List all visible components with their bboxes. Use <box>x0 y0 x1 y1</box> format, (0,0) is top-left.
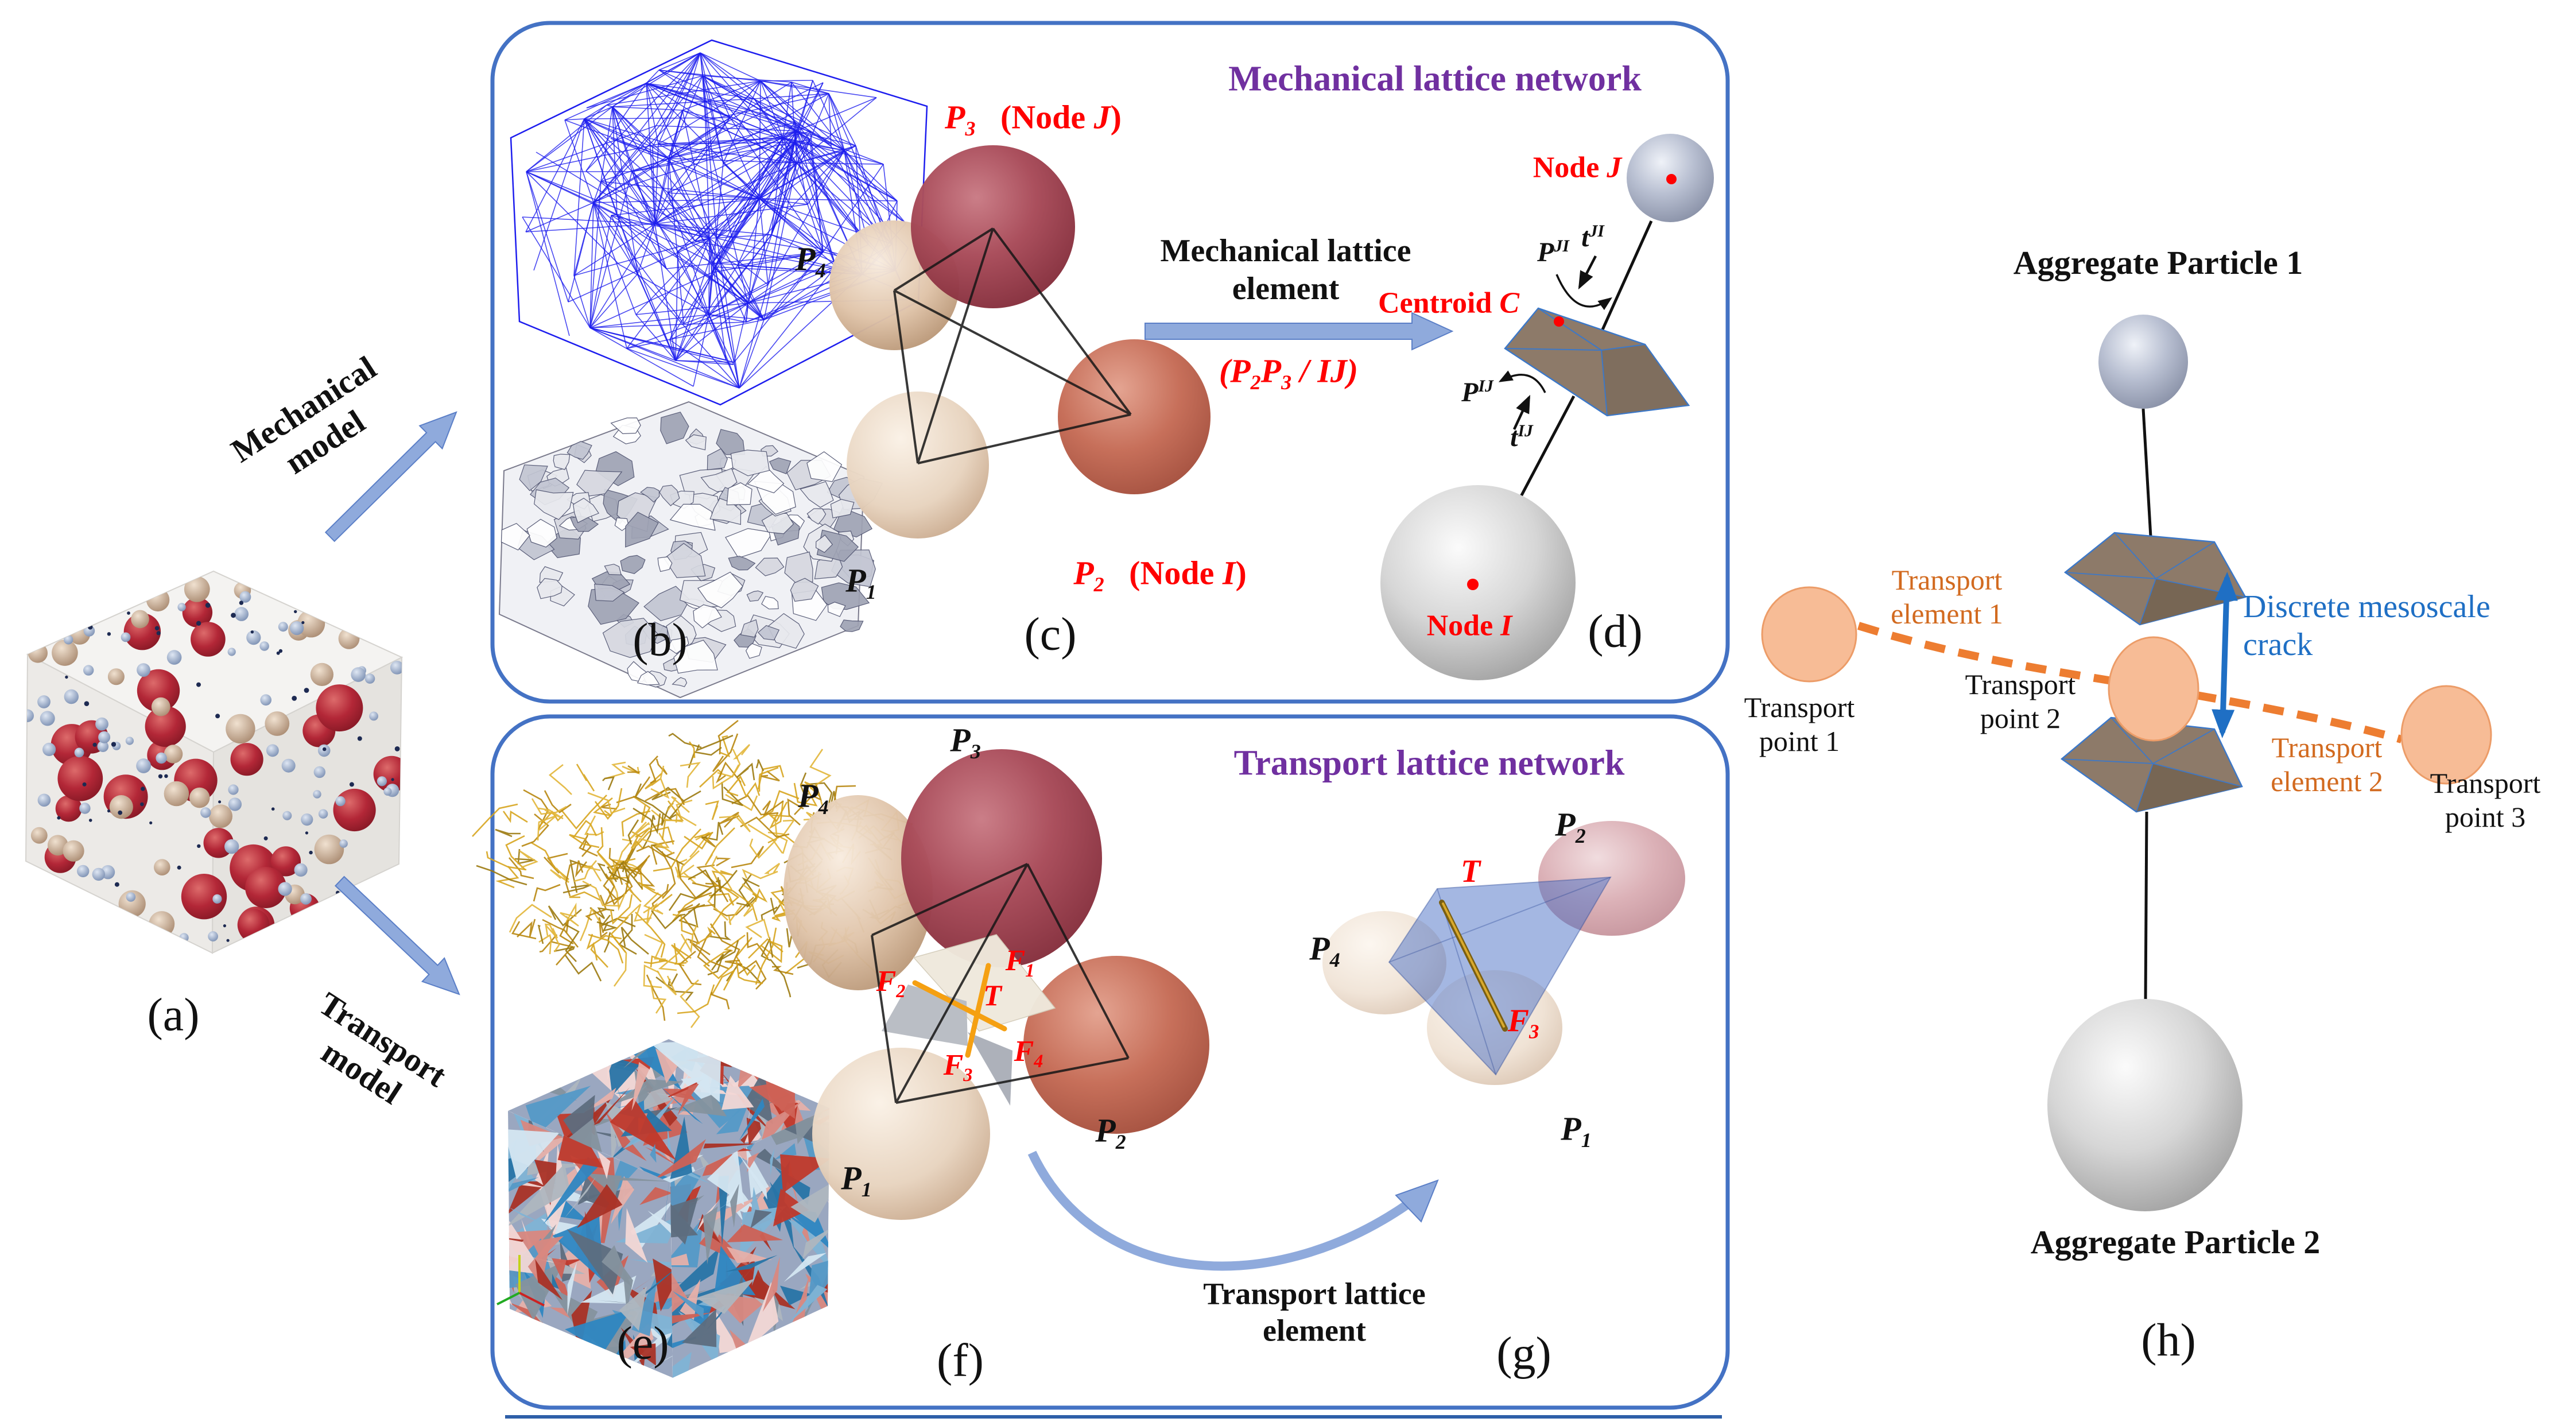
p2-node-i-label: P2 (Node I) <box>1073 554 1247 596</box>
transport-element-g <box>1322 821 1685 1085</box>
sphere-p4-f <box>783 795 933 990</box>
p3-label-f: P3 <box>950 721 981 764</box>
centroid-c-label: Centroid C <box>1378 286 1520 320</box>
node-j-dot <box>1666 174 1677 184</box>
transport-t-bars <box>912 963 1007 1058</box>
transport-element-arrow <box>1027 1150 1439 1271</box>
p2-label-g: P2 <box>1555 805 1586 848</box>
aggregate-particle-1-label: Aggregate Particle 1 <box>2013 243 2303 281</box>
mechanical-panel-title: Mechanical lattice network <box>1228 59 1642 99</box>
h-schematic <box>1761 315 2492 1211</box>
t-label-g: T <box>1460 853 1481 889</box>
node-i-label: Node I <box>1426 609 1512 642</box>
p1-label-c: P1 <box>845 561 876 604</box>
sphere-aggregate-1 <box>2098 315 2188 409</box>
f3-label-f: F3 <box>943 1048 973 1086</box>
facet-spike-gray <box>968 1032 1012 1106</box>
panel-g-label: (g) <box>1496 1327 1551 1380</box>
pji-label: PJI <box>1537 237 1569 268</box>
transport-mosaic-cube <box>508 1039 829 1378</box>
blue-tetra-face <box>1388 876 1612 1076</box>
axis-triad-icon <box>496 1255 545 1307</box>
sphere-aggregate-2 <box>2047 999 2243 1211</box>
panel-d-label: (d) <box>1588 605 1643 657</box>
tji-label: tJI <box>1581 222 1604 253</box>
sphere-p2-c <box>1058 339 1211 494</box>
sphere-p2-f <box>1023 956 1209 1134</box>
aggregate-particle-2-label: Aggregate Particle 2 <box>2030 1223 2321 1261</box>
transport-point-2 <box>2108 636 2199 742</box>
mechanical-lattice-cube <box>510 39 928 406</box>
element-formula-label: (P2P3 / IJ) <box>1219 352 1359 394</box>
pij-label: PIJ <box>1461 377 1493 408</box>
transport-point-3 <box>2400 685 2492 785</box>
particle-cluster-c <box>829 145 1211 538</box>
tij-label: tIJ <box>1510 421 1533 453</box>
centroid-dot <box>1554 316 1564 327</box>
tetrahedron-edges-c <box>893 227 1132 464</box>
sphere-p1-f <box>812 1048 990 1220</box>
panel-e-label: (e) <box>616 1316 669 1369</box>
f1-label: F1 <box>1005 944 1035 981</box>
crack-double-arrow <box>2212 572 2238 738</box>
sphere-p3-f <box>901 749 1102 967</box>
p4-label-c: P4 <box>795 240 826 282</box>
sphere-p1-c <box>847 392 989 538</box>
mechanical-panel-frame <box>490 21 1730 704</box>
sphere-p3-c <box>911 145 1075 308</box>
panel-a-label: (a) <box>147 988 200 1041</box>
particle-cluster-f <box>783 749 1209 1220</box>
panel-h-label: (h) <box>2141 1313 2196 1366</box>
panel-f-label: (f) <box>937 1334 984 1386</box>
f4-label-f: F4 <box>1014 1034 1043 1072</box>
p3-node-j-label: P3 (Node J) <box>945 98 1122 141</box>
node-i-dot <box>1467 579 1479 590</box>
f2-label: F2 <box>876 964 906 1002</box>
transport-dashed-path <box>1857 622 2403 743</box>
p4-label-g: P4 <box>1309 929 1340 972</box>
p1-label-g: P1 <box>1561 1110 1592 1152</box>
panel-b-label: (b) <box>633 613 688 666</box>
tetrahedron-edges-f <box>871 863 1130 1104</box>
model-arrows <box>324 312 1454 995</box>
panel-c-label: (c) <box>1024 607 1077 660</box>
p2-label-f: P2 <box>1095 1111 1126 1154</box>
p4-label-f: P4 <box>798 777 829 819</box>
transport-panel-frame <box>490 714 1730 1410</box>
mechanical-mesh-cube <box>498 401 883 699</box>
node-j-label: Node J <box>1533 151 1622 184</box>
mechanical-element-d <box>1380 134 1714 680</box>
t-label-f: T <box>983 979 1002 1013</box>
transport-panel-title: Transport lattice network <box>1233 743 1625 783</box>
f3-label-g: F3 <box>1507 1003 1539 1043</box>
p1-label-f: P1 <box>841 1159 872 1202</box>
transport-point-1 <box>1761 586 1857 683</box>
